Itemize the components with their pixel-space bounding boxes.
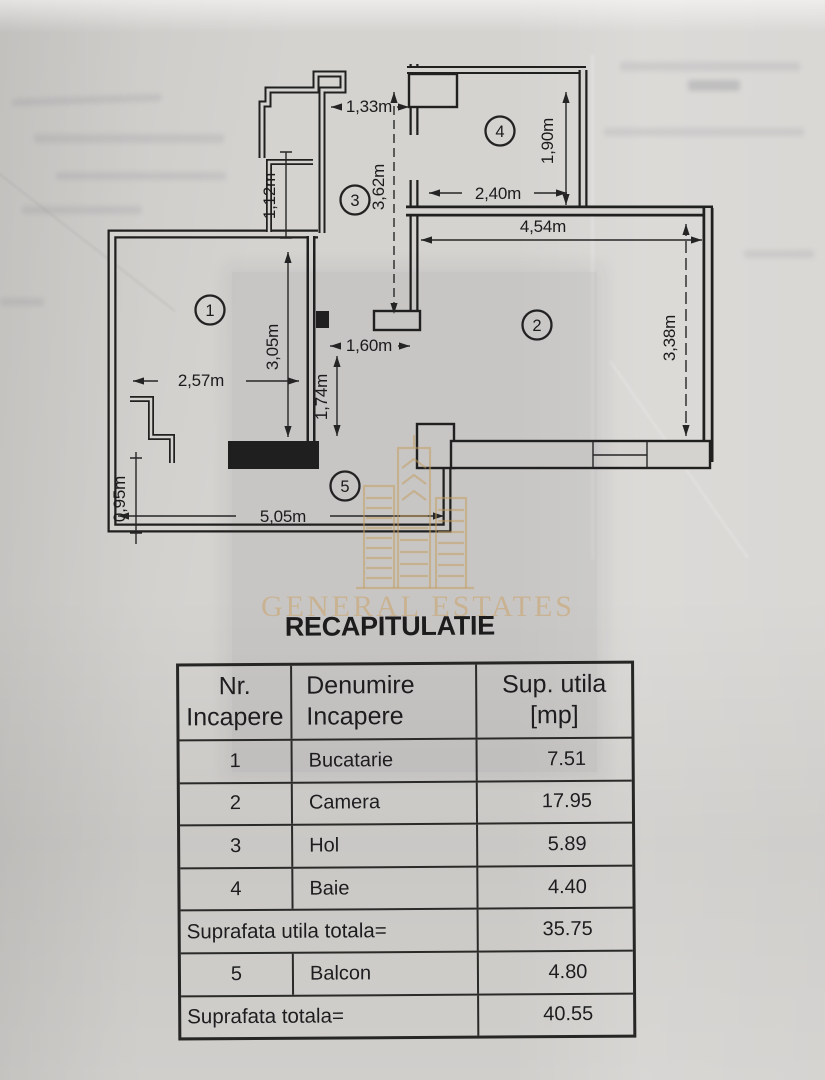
table-row: 4 Baie 4.40 [180, 864, 633, 910]
table-header-row: Nr. Incapere Denumire Incapere Sup. util… [179, 663, 632, 740]
dim-label-balcony-depth: 0,95m [110, 476, 129, 522]
subtotal-label: Suprafata utila totala= [186, 918, 387, 944]
recap-table: Nr. Incapere Denumire Incapere Sup. util… [176, 660, 637, 1041]
cell-room-area: 17.95 [475, 781, 633, 823]
dim-label-room2-width: 4,54m [520, 217, 566, 236]
cell-room-name: Camera [290, 782, 477, 824]
window [592, 441, 648, 468]
cell-room-area: 7.51 [475, 738, 632, 781]
dim-label-room2-height: 3,38m [660, 315, 679, 361]
total-label: Suprafata totala= [187, 1004, 344, 1029]
room-number-badge: 3 [350, 192, 359, 210]
room-number-badge: 5 [340, 478, 349, 496]
area-value: 40.55 [543, 1003, 594, 1026]
cell-room-area: 4.80 [476, 951, 634, 994]
dim-label-balcony-width: 5,05m [260, 507, 306, 526]
page-title: RECAPITULATIE [284, 610, 495, 642]
room-number-badge: 1 [205, 302, 214, 320]
cell-room-nr: 4 [230, 877, 242, 900]
total-value: 40.55 [477, 994, 634, 1036]
wall-pier [228, 441, 319, 469]
subtotal-value: 35.75 [476, 909, 633, 951]
table-row: 3 Hol 5.89 [180, 821, 633, 868]
table-row: 1 Bucatarie 7.51 [179, 736, 632, 783]
dim-label-door-width: 1,60m [346, 336, 392, 355]
total-row: Suprafata totala= 40.55 [181, 992, 634, 1038]
cell-room-name: Balcon [291, 952, 478, 995]
table-row: 2 Camera 17.95 [179, 779, 633, 825]
door-jamb [316, 311, 329, 328]
cell-room-nr: 2 [229, 792, 242, 815]
wall-chunk [415, 422, 456, 470]
dim-label-niche-height: 1,12m [260, 173, 279, 219]
room2-bottom-wall [449, 439, 712, 470]
subtotal-row: Suprafata utila totala= 35.75 [180, 907, 633, 953]
walls [107, 64, 714, 533]
dim-label-bath-width: 2,40m [475, 184, 521, 203]
table-row: 5 Balcon 4.80 [180, 949, 634, 995]
dimension-labels: 1,33m 1,12m 3,62m 2,40m 1,90m 4,54m 3,38… [110, 97, 679, 526]
dim-label-kitchen-height: 3,05m [263, 324, 282, 370]
area-value: 35.75 [542, 918, 593, 941]
dim-label-bath-height: 1,90m [538, 118, 557, 164]
cell-room-area: 4.40 [476, 866, 633, 909]
header-nr-incapere: Nr. Incapere [179, 666, 290, 740]
area-value: 5.89 [547, 832, 587, 856]
area-value: 4.80 [548, 960, 588, 983]
floor-plan: 1,33m 1,12m 3,62m 2,40m 1,90m 4,54m 3,38… [107, 64, 714, 544]
dim-label-hall-length: 3,62m [369, 164, 388, 210]
header-text: Incapere [186, 702, 284, 732]
cell-room-name: Baie [291, 867, 477, 910]
cell-room-nr: 3 [230, 835, 242, 858]
hall-wall-foot [372, 309, 422, 332]
area-value: 7.51 [547, 747, 587, 770]
cell-room-area: 5.89 [476, 823, 633, 866]
bath-duct-notch [407, 72, 459, 109]
dim-label-kitchen-width: 2,57m [178, 371, 224, 390]
header-text: [mp] [529, 700, 579, 730]
cell-room-nr: 5 [230, 962, 243, 985]
header-text: Incapere [306, 702, 404, 731]
room-number-badge: 4 [495, 123, 504, 141]
area-value: 17.95 [541, 790, 592, 813]
area-value: 4.40 [547, 875, 587, 898]
room-badges: 1 2 3 4 5 [194, 115, 553, 502]
header-text: Nr. [218, 672, 251, 701]
header-sup-utila: Sup. utila [mp] [475, 663, 632, 738]
cell-room-name: Bucatarie [290, 739, 476, 782]
dim-label-niche-width: 1,33m [346, 97, 392, 116]
dim-label-corridor-height: 1,74m [312, 374, 331, 420]
header-text: Sup. utila [501, 669, 607, 699]
cell-room-name: Hol [291, 824, 477, 867]
cell-room-nr: 1 [229, 749, 241, 772]
room-number-badge: 2 [532, 317, 541, 335]
header-denumire-incapere: Denumire Incapere [290, 664, 476, 739]
header-text: Denumire [306, 671, 415, 700]
